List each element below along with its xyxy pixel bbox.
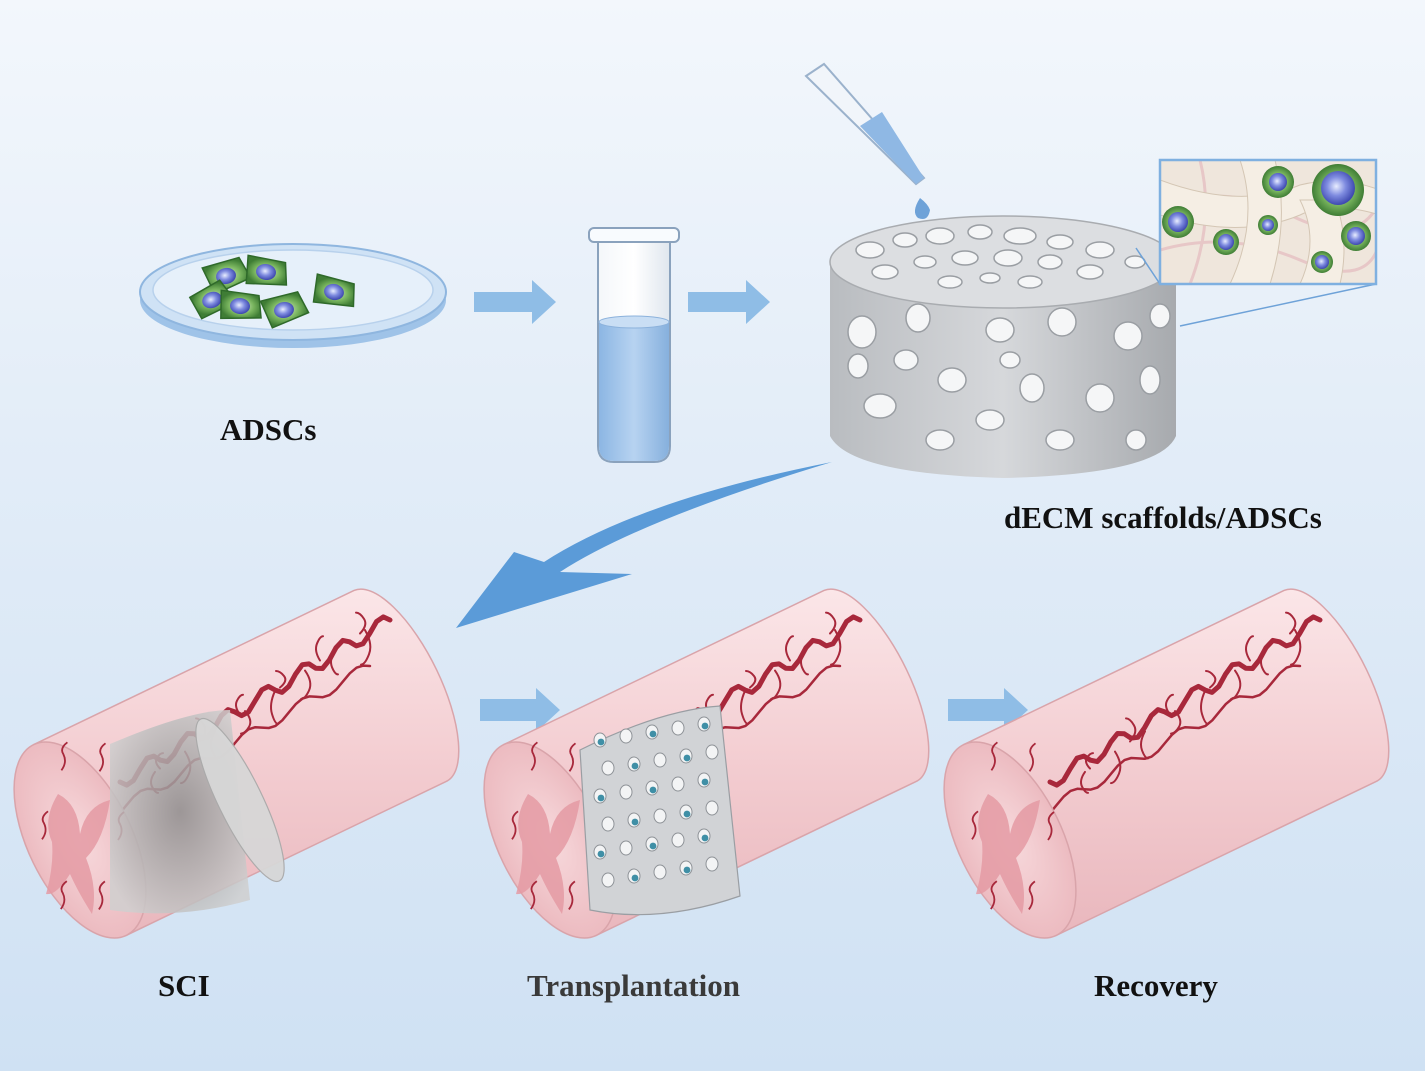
arrow-tube-to-scaffold — [688, 280, 770, 324]
arrow-dish-to-tube — [474, 280, 556, 324]
adsc-cells — [188, 254, 355, 329]
spinal-cord-transplantation — [483, 588, 930, 939]
arrow-transplant-to-recovery — [948, 688, 1028, 732]
label-adscs: ADSCs — [220, 412, 317, 447]
big-curved-arrow — [456, 462, 832, 628]
test-tube — [588, 227, 680, 463]
spinal-cord-recovery — [943, 588, 1390, 939]
label-recovery: Recovery — [1094, 968, 1218, 1003]
inset-cells — [1162, 164, 1371, 273]
label-dECM-scaffolds: dECM scaffolds/ADSCs — [1004, 500, 1322, 535]
label-sci: SCI — [158, 968, 210, 1003]
label-transplantation: Transplantation — [527, 968, 741, 1003]
arrow-sci-to-transplant — [480, 688, 560, 732]
dECM-scaffold — [829, 215, 1177, 478]
pipette — [804, 62, 930, 219]
inset-zoom — [1135, 158, 1378, 327]
spinal-cord-sci — [13, 588, 460, 939]
petri-dish — [139, 243, 447, 348]
